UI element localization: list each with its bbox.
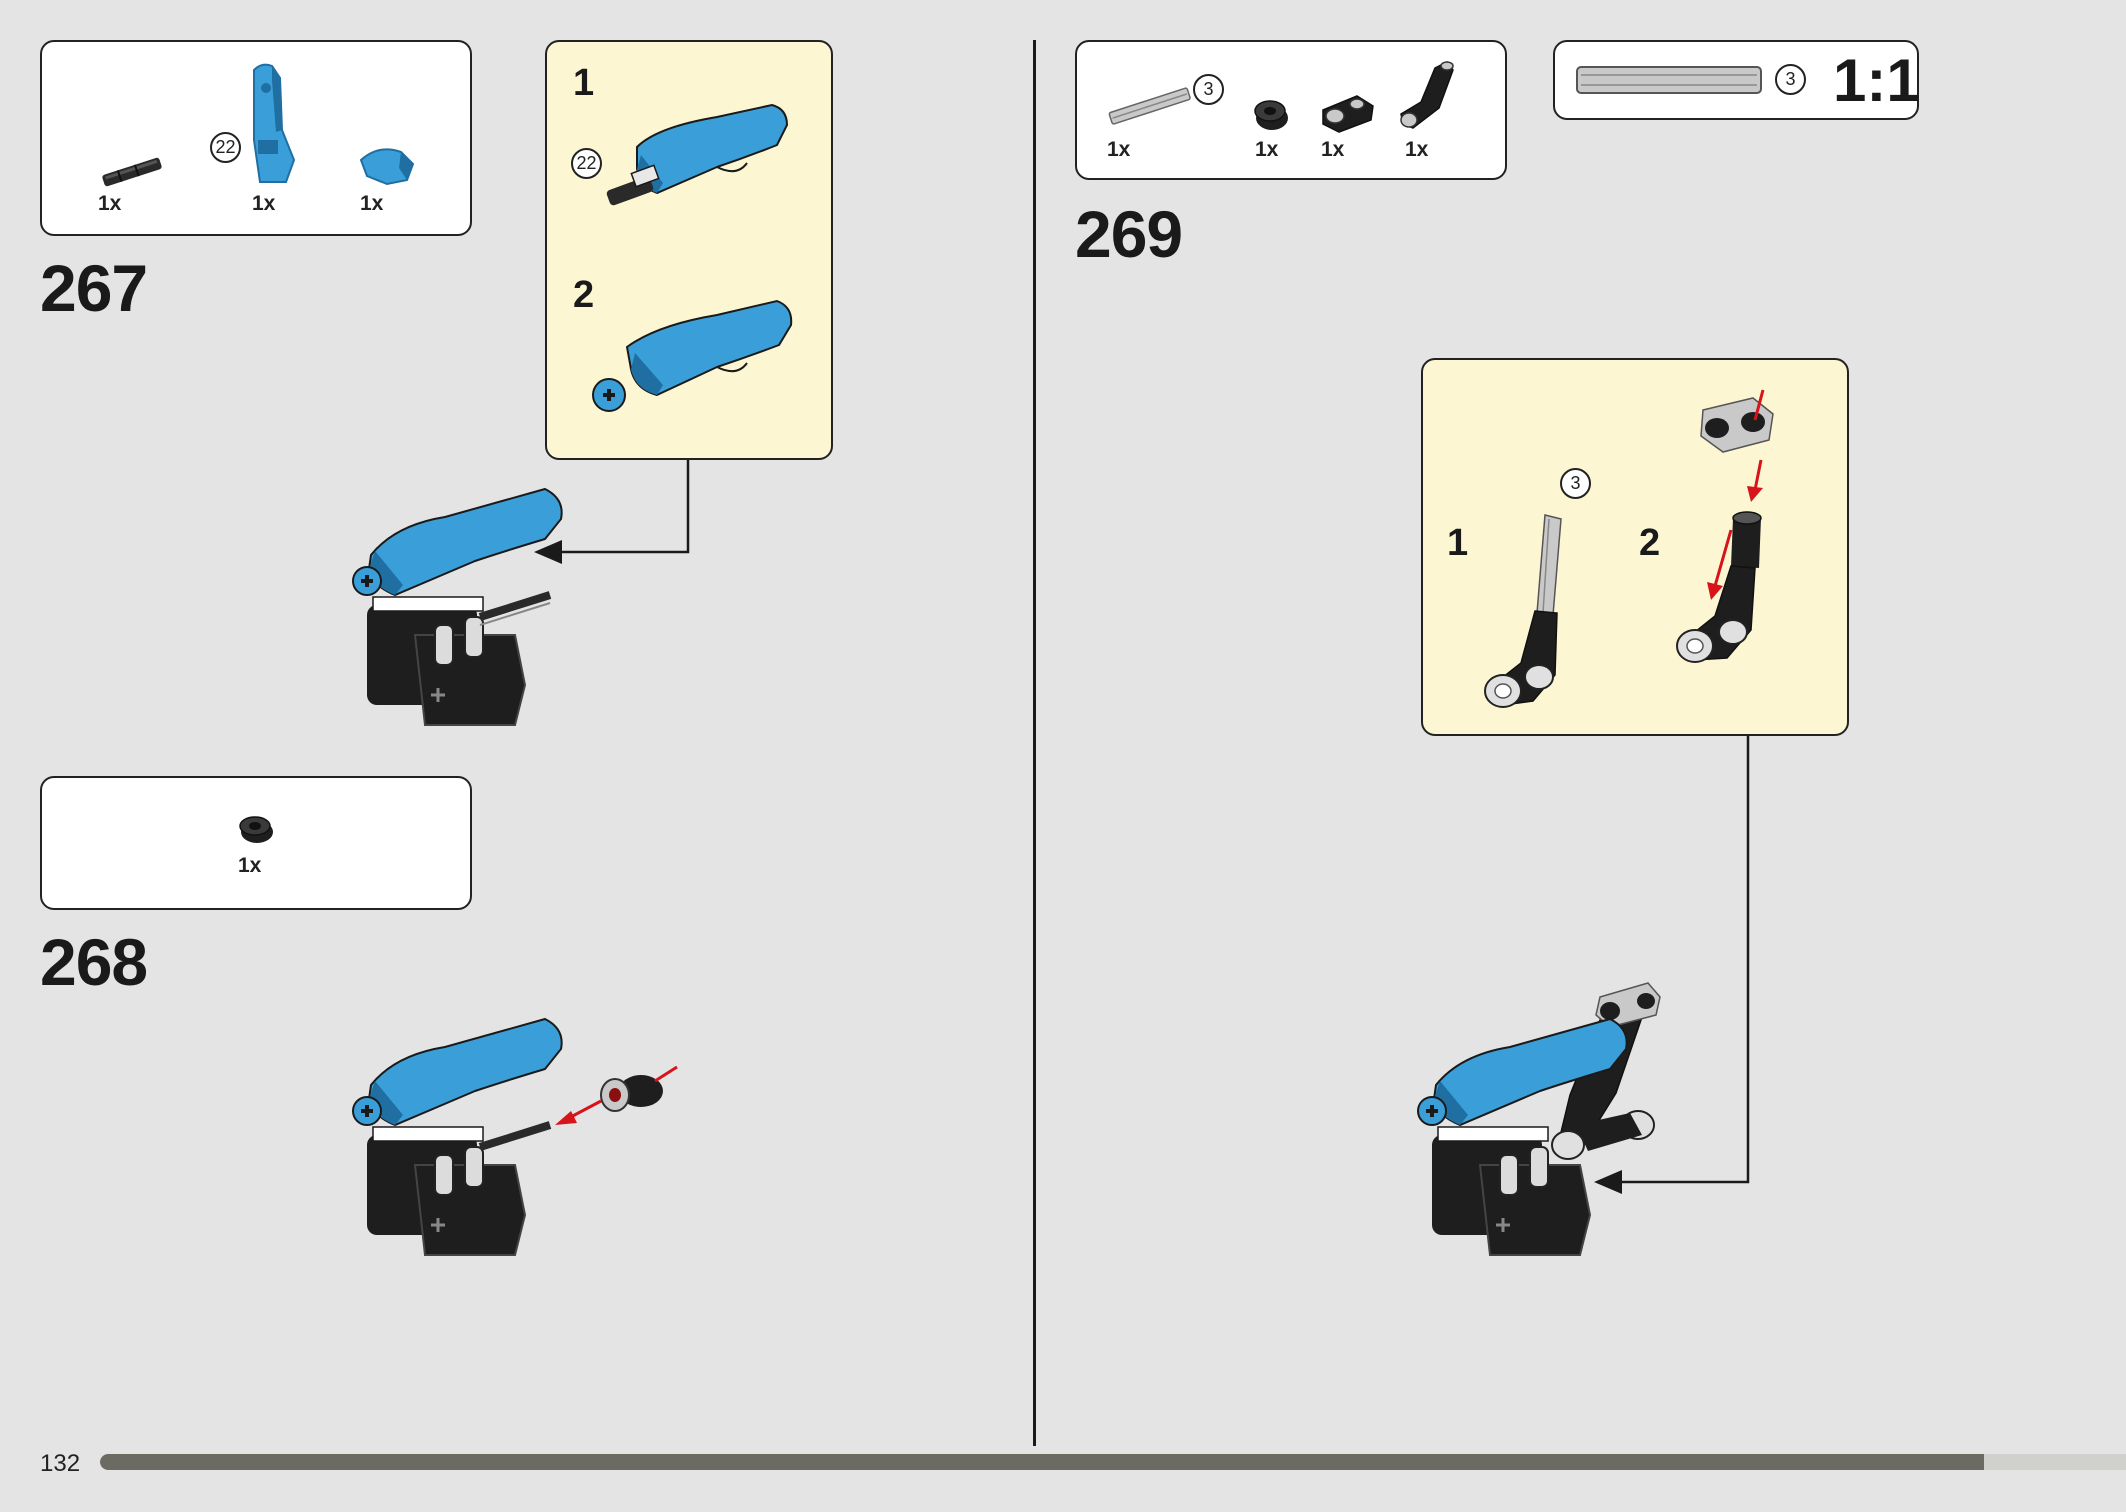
axle-length-guide-icon bbox=[1576, 66, 1762, 94]
azure-panel-assembled-illustration bbox=[592, 299, 793, 412]
callout-number-badge: 3 bbox=[1775, 64, 1806, 95]
parts-list-267: 1x 22 1x 1x bbox=[40, 40, 472, 236]
parts-list-268: 1x bbox=[40, 776, 472, 910]
progress-bar-track bbox=[100, 1454, 2126, 1470]
black-axle-pin-icon bbox=[102, 157, 162, 187]
callout-number-badge: 3 bbox=[1193, 74, 1224, 105]
step-number: 268 bbox=[40, 925, 148, 999]
callout-number-badge: 22 bbox=[571, 148, 602, 179]
substep-label: 2 bbox=[573, 274, 595, 316]
part-quantity: 1x bbox=[360, 192, 384, 215]
callout-number-badge: 3 bbox=[1560, 468, 1591, 499]
part-quantity: 1x bbox=[1321, 138, 1345, 161]
black-angle-connector-icon bbox=[1400, 61, 1454, 129]
black-bush-icon bbox=[1254, 100, 1288, 130]
model-assembly-269 bbox=[1417, 982, 1661, 1256]
azure-curved-slope-icon bbox=[359, 148, 415, 186]
black-cross-block-icon bbox=[1322, 95, 1374, 133]
part-quantity: 1x bbox=[1255, 138, 1279, 161]
page-divider bbox=[1033, 40, 1036, 1446]
step-number: 267 bbox=[40, 251, 148, 325]
callout-number-badge: 22 bbox=[210, 132, 241, 163]
part-quantity: 1x bbox=[252, 192, 276, 215]
sub-assembly-callout-267: 1 22 2 bbox=[545, 40, 833, 460]
grey-axle-icon bbox=[1108, 87, 1191, 125]
model-assembly-267 bbox=[352, 487, 563, 726]
bush-and-block-onto-axle-illustration bbox=[1676, 389, 1774, 663]
parts-list-269: 3 1x 1x 1x 1x bbox=[1075, 40, 1507, 180]
scale-ratio-label: 1:1 bbox=[1833, 47, 1920, 114]
step-number: 269 bbox=[1075, 197, 1183, 271]
part-quantity: 1x bbox=[1107, 138, 1131, 161]
axle-into-angle-connector-illustration bbox=[1484, 514, 1562, 708]
part-quantity: 1x bbox=[1405, 138, 1429, 161]
page-number: 132 bbox=[40, 1450, 81, 1477]
part-quantity: 1x bbox=[98, 192, 122, 215]
progress-bar-fill bbox=[100, 1454, 1985, 1470]
azure-panel-icon bbox=[253, 63, 296, 183]
scale-guide-box: 3 1:1 bbox=[1553, 40, 1920, 120]
substep-label: 2 bbox=[1639, 522, 1661, 564]
substep-label: 1 bbox=[573, 62, 595, 104]
sub-assembly-callout-269: 1 3 2 bbox=[1421, 358, 1849, 736]
substep-label: 1 bbox=[1447, 522, 1469, 564]
black-bush-icon bbox=[239, 816, 273, 843]
part-quantity: 1x bbox=[238, 854, 262, 877]
model-assembly-268 bbox=[352, 1017, 678, 1256]
azure-panel-with-pin-illustration bbox=[606, 103, 789, 206]
